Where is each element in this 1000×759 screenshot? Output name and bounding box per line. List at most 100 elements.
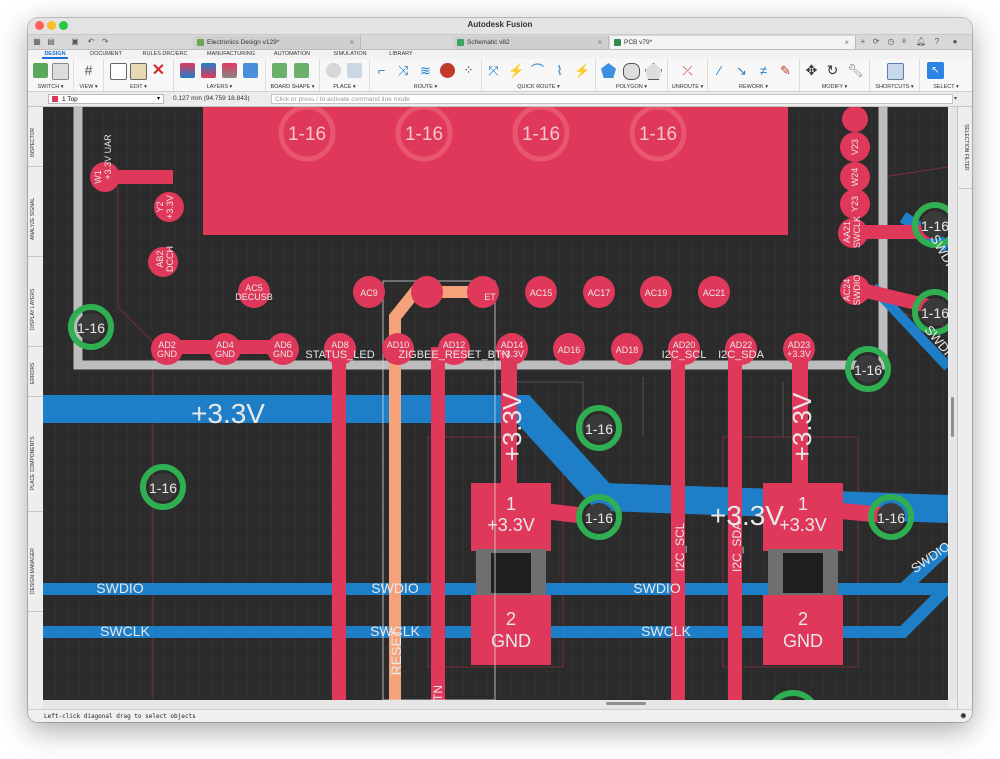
horizontal-scrollbar[interactable] — [43, 700, 949, 709]
chevron-down-icon[interactable]: ▾ — [954, 95, 957, 102]
quick-route-airwire-icon[interactable]: ⚡ — [508, 63, 523, 78]
group-quick-route[interactable]: ⤧ ⚡ ⌒ ⌇ ⚡ QUICK ROUTE ▾ — [482, 59, 596, 91]
panel-errors[interactable]: ERRORS — [28, 347, 43, 397]
group-select[interactable]: ↖ SELECT ▾ — [920, 59, 972, 91]
grid-icon[interactable]: # — [81, 63, 96, 78]
scroll-thumb[interactable] — [951, 397, 954, 437]
tab-simulation[interactable]: SIMULATION — [330, 50, 370, 59]
delete-icon[interactable]: ✕ — [151, 63, 166, 78]
panel-place-components[interactable]: PLACE COMPONENTS — [28, 397, 43, 512]
pcb-canvas[interactable]: 1-16 1-16 1-16 1-16 — [43, 107, 948, 700]
quick-route-signal-icon[interactable]: ⌒ — [530, 63, 545, 78]
command-line-input[interactable]: Click or press / to activate command lin… — [271, 94, 953, 104]
polygon-cutout-icon[interactable] — [623, 63, 640, 80]
polygon-icon[interactable] — [601, 63, 616, 78]
group-unroute[interactable]: ⤫ UNROUTE ▾ — [668, 59, 708, 91]
meander-icon[interactable] — [440, 63, 455, 78]
via-stitch-icon[interactable]: ⁘ — [461, 63, 476, 78]
place-hole-icon[interactable] — [326, 63, 341, 78]
net-label-i2c-scl: I2C_SCL — [662, 349, 707, 361]
layers-icon[interactable] — [180, 63, 195, 78]
quick-route-all-icon[interactable]: ⌇ — [552, 63, 567, 78]
workspace-tabs: DESIGN DOCUMENT RULES DRC/ERC MANUFACTUR… — [28, 50, 972, 59]
close-tab-icon[interactable]: × — [844, 36, 849, 49]
job-status-icon[interactable]: ◷ — [886, 37, 896, 47]
layer-select[interactable]: 1 Top ▾ — [48, 94, 164, 104]
group-board-shape[interactable]: BOARD SHAPE ▾ — [266, 59, 320, 91]
switch-3d-icon[interactable] — [52, 63, 69, 80]
vertical-scrollbar[interactable] — [949, 107, 957, 700]
tab-document[interactable]: DOCUMENT — [86, 50, 126, 59]
window-title: Autodesk Fusion — [28, 20, 972, 29]
tab-design[interactable]: DESIGN — [42, 50, 68, 59]
undo-icon[interactable]: ↶ — [86, 37, 96, 47]
shortcuts-icon[interactable] — [887, 63, 904, 80]
board-outline-icon[interactable] — [272, 63, 287, 78]
tab-pcb[interactable]: PCB v79* × — [610, 36, 856, 49]
bend-icon[interactable]: ↘ — [734, 63, 749, 78]
pcb-drawing[interactable]: 1-16 1-16 1-16 1-16 — [43, 107, 948, 700]
grid-menu-icon[interactable]: ▦ — [32, 37, 42, 47]
panel-display-layers[interactable]: DISPLAY LAYERS — [28, 257, 43, 347]
select-arrow-icon[interactable]: ↖ — [927, 62, 944, 79]
layer-settings-icon[interactable] — [222, 63, 237, 78]
group-switch[interactable]: SWITCH ▾ — [28, 59, 74, 91]
fanout-icon[interactable]: ⚡ — [574, 63, 589, 78]
quick-route-icon[interactable]: ⤧ — [486, 63, 501, 78]
panel-inspector[interactable]: INSPECTOR — [28, 107, 43, 167]
switch-schematic-icon[interactable] — [33, 63, 48, 78]
wrench-icon[interactable]: 🔧︎ — [847, 63, 862, 78]
pad-name: AD16 — [558, 345, 581, 355]
tab-rules[interactable]: RULES DRC/ERC — [140, 50, 190, 59]
schematic-icon — [457, 39, 464, 46]
layer-color-icon[interactable] — [243, 63, 258, 78]
rotate-icon[interactable]: ↻ — [825, 63, 840, 78]
panel-label: SELECTION FILTER — [963, 124, 969, 171]
scroll-thumb[interactable] — [606, 702, 646, 705]
group-place[interactable]: PLACE ▾ — [320, 59, 370, 91]
avatar[interactable]: ● — [950, 37, 960, 47]
tab-schematic[interactable]: Schematic v82 × — [453, 36, 609, 49]
unroute-icon[interactable]: ⤫ — [680, 63, 695, 78]
slice-icon[interactable]: ∕ — [712, 63, 727, 78]
via-drill-label: 1-16 — [149, 480, 177, 496]
panel-design-manager[interactable]: DESIGN MANAGER — [28, 512, 43, 612]
tab-manufacturing[interactable]: MANUFACTURING — [205, 50, 257, 59]
notifications-icon[interactable]: 🔔︎ — [916, 37, 926, 47]
tab-library[interactable]: LIBRARY — [386, 50, 416, 59]
extensions-icon[interactable]: ⟳ — [871, 37, 881, 47]
group-edit[interactable]: ✕ EDIT ▾ — [104, 59, 174, 91]
place-component-icon[interactable] — [347, 63, 362, 78]
board-cutout-icon[interactable] — [294, 63, 309, 78]
route-multi-icon[interactable]: ≋ — [418, 63, 433, 78]
miter-icon[interactable]: ≠ — [756, 63, 771, 78]
route-single-icon[interactable]: ⌐ — [374, 63, 389, 78]
paste-icon[interactable] — [130, 63, 147, 80]
polygon-ripup-icon[interactable] — [645, 63, 662, 80]
group-rework[interactable]: ∕ ↘ ≠ ✎ REWORK ▾ — [708, 59, 800, 91]
group-route[interactable]: ⌐ ⤨ ≋ ⁘ ROUTE ▾ — [370, 59, 482, 91]
close-tab-icon[interactable]: × — [349, 36, 354, 49]
save-icon[interactable]: ▣ — [70, 37, 80, 47]
redo-icon[interactable]: ↷ — [100, 37, 110, 47]
tab-electronics-design[interactable]: Electronics Design v129* × — [193, 36, 361, 49]
help-icon[interactable]: ? — [932, 37, 942, 47]
ripup-icon[interactable]: ✎ — [778, 63, 793, 78]
panel-selection-filter[interactable]: SELECTION FILTER — [958, 107, 972, 189]
group-polygon[interactable]: POLYGON ▾ — [596, 59, 668, 91]
move-icon[interactable]: ✥ — [804, 63, 819, 78]
group-label: BOARD SHAPE ▾ — [266, 84, 319, 90]
tab-automation[interactable]: AUTOMATION — [270, 50, 314, 59]
group-modify[interactable]: ✥ ↻ 🔧︎ MODIFY ▾ — [800, 59, 870, 91]
new-tab-icon[interactable]: + — [858, 37, 868, 47]
status-indicator-icon[interactable]: ◉ — [961, 710, 966, 722]
file-menu-icon[interactable]: ▤ — [46, 37, 56, 47]
group-view[interactable]: # VIEW ▾ — [74, 59, 104, 91]
route-diff-pair-icon[interactable]: ⤨ — [396, 63, 411, 78]
group-layers[interactable]: LAYERS ▾ — [174, 59, 266, 91]
close-tab-icon[interactable]: × — [597, 36, 602, 49]
panel-analyze-signal[interactable]: ANALYZE SIGNAL — [28, 167, 43, 257]
copy-icon[interactable] — [110, 63, 127, 80]
layer-swap-icon[interactable] — [201, 63, 216, 78]
group-shortcuts[interactable]: SHORTCUTS ▾ — [870, 59, 920, 91]
